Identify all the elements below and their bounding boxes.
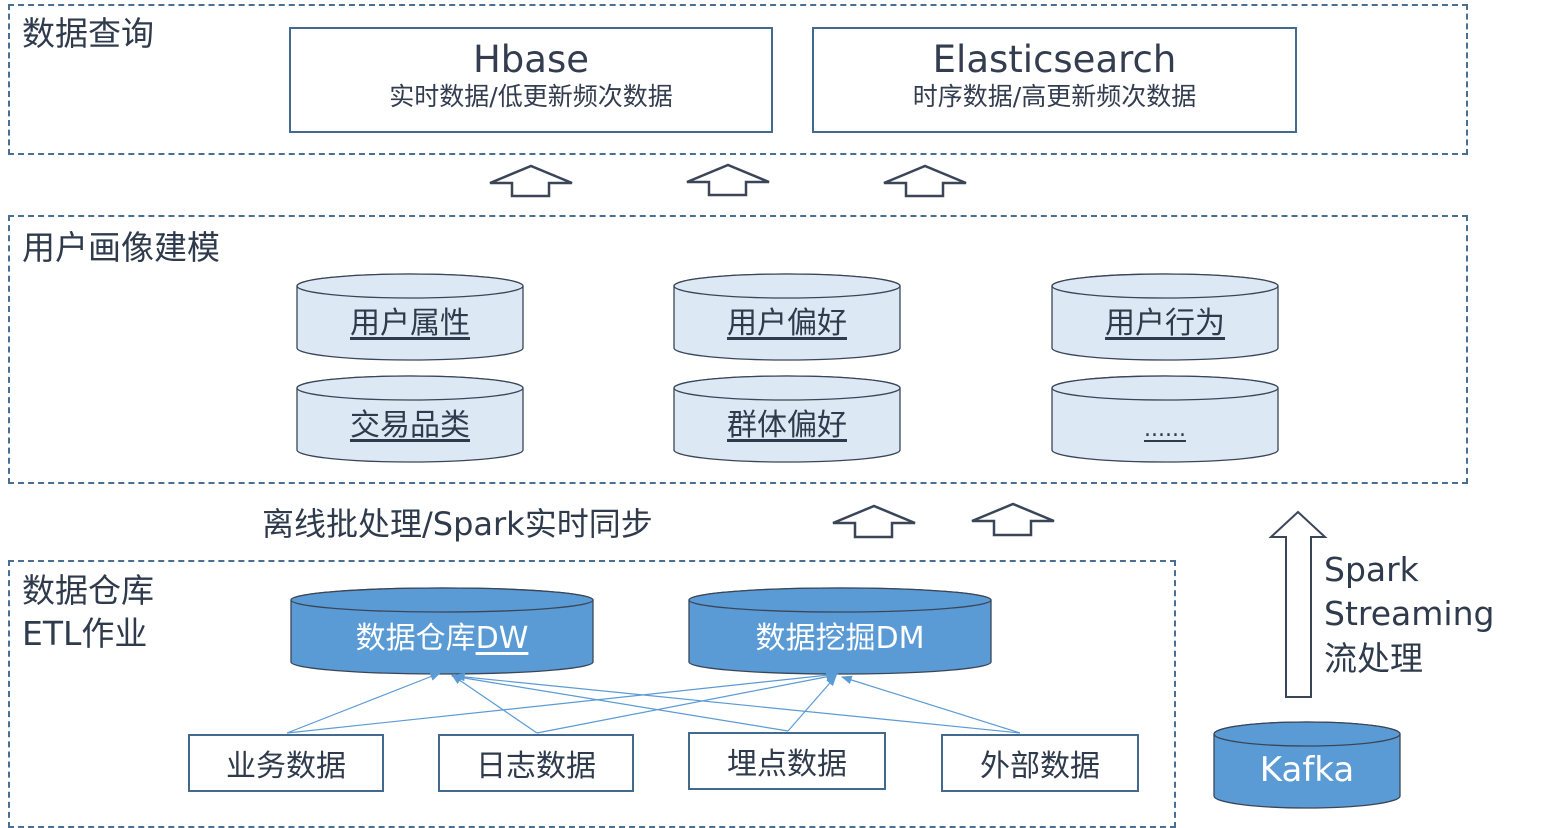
source-tracking-data[interactable]: 埋点数据 [688, 732, 886, 790]
dw-label-prefix: 数据仓库 [355, 621, 476, 656]
table-label: ...... [1144, 417, 1186, 442]
store-hbase[interactable]: Hbase 实时数据/低更新频次数据 [289, 27, 773, 133]
table-group-preferences[interactable]: 群体偏好 [674, 376, 900, 462]
store-desc-hbase: 实时数据/低更新频次数据 [389, 82, 673, 111]
up-arrow-icon [489, 164, 573, 198]
table-transaction-category[interactable]: 交易品类 [297, 376, 523, 462]
table-user-attributes[interactable]: 用户属性 [297, 274, 523, 360]
table-more[interactable]: ...... [1052, 376, 1278, 462]
up-arrow-icon [971, 502, 1055, 537]
streaming-up-arrow-icon [1268, 510, 1328, 698]
layer-title-user-modeling: 用户画像建模 [22, 228, 220, 267]
table-label: 群体偏好 [727, 408, 847, 443]
table-user-preferences[interactable]: 用户偏好 [674, 274, 900, 360]
kafka-label: Kafka [1259, 750, 1355, 790]
table-label: 用户行为 [1105, 306, 1225, 341]
cylinder-data-mining-dm[interactable]: 数据挖掘DM [689, 588, 991, 674]
up-arrow-icon [686, 163, 770, 197]
table-label: 交易品类 [350, 408, 470, 443]
source-label: 外部数据 [980, 749, 1100, 784]
stream-label-line3: 流处理 [1324, 639, 1423, 678]
dm-label: 数据挖掘DM [755, 621, 925, 656]
layer-user-modeling [8, 215, 1468, 484]
store-desc-elasticsearch: 时序数据/高更新频次数据 [912, 82, 1197, 111]
dw-label: 数据仓库DW [291, 621, 593, 657]
store-elasticsearch[interactable]: Elasticsearch 时序数据/高更新频次数据 [812, 27, 1297, 133]
source-label: 日志数据 [476, 749, 596, 784]
layer-data-query [8, 4, 1468, 155]
up-arrow-icon [832, 504, 916, 539]
source-label: 业务数据 [226, 749, 346, 784]
stream-label-line2: Streaming [1324, 594, 1495, 633]
table-label: 用户属性 [350, 306, 470, 341]
batch-sync-label: 离线批处理/Spark实时同步 [262, 505, 653, 543]
up-arrow-icon [883, 164, 967, 198]
source-label: 埋点数据 [727, 747, 847, 782]
layer-title-data-query: 数据查询 [22, 14, 154, 53]
source-external-data[interactable]: 外部数据 [941, 734, 1139, 792]
layer-title-warehouse-line1: 数据仓库 [22, 571, 154, 610]
table-user-behavior[interactable]: 用户行为 [1052, 274, 1278, 360]
store-name-hbase: Hbase [472, 38, 590, 81]
store-name-elasticsearch: Elasticsearch [932, 38, 1177, 81]
layer-title-warehouse-line2: ETL作业 [22, 614, 148, 653]
table-label: 用户偏好 [727, 306, 847, 341]
stream-label-line1: Spark [1324, 550, 1419, 589]
cylinder-data-warehouse-dw[interactable]: 数据仓库DW [291, 588, 593, 674]
source-log-data[interactable]: 日志数据 [438, 734, 634, 792]
source-business-data[interactable]: 业务数据 [188, 734, 384, 792]
dw-label-suffix: DW [475, 621, 529, 656]
cylinder-kafka[interactable]: Kafka [1214, 722, 1400, 808]
layer-data-warehouse [8, 560, 1176, 828]
